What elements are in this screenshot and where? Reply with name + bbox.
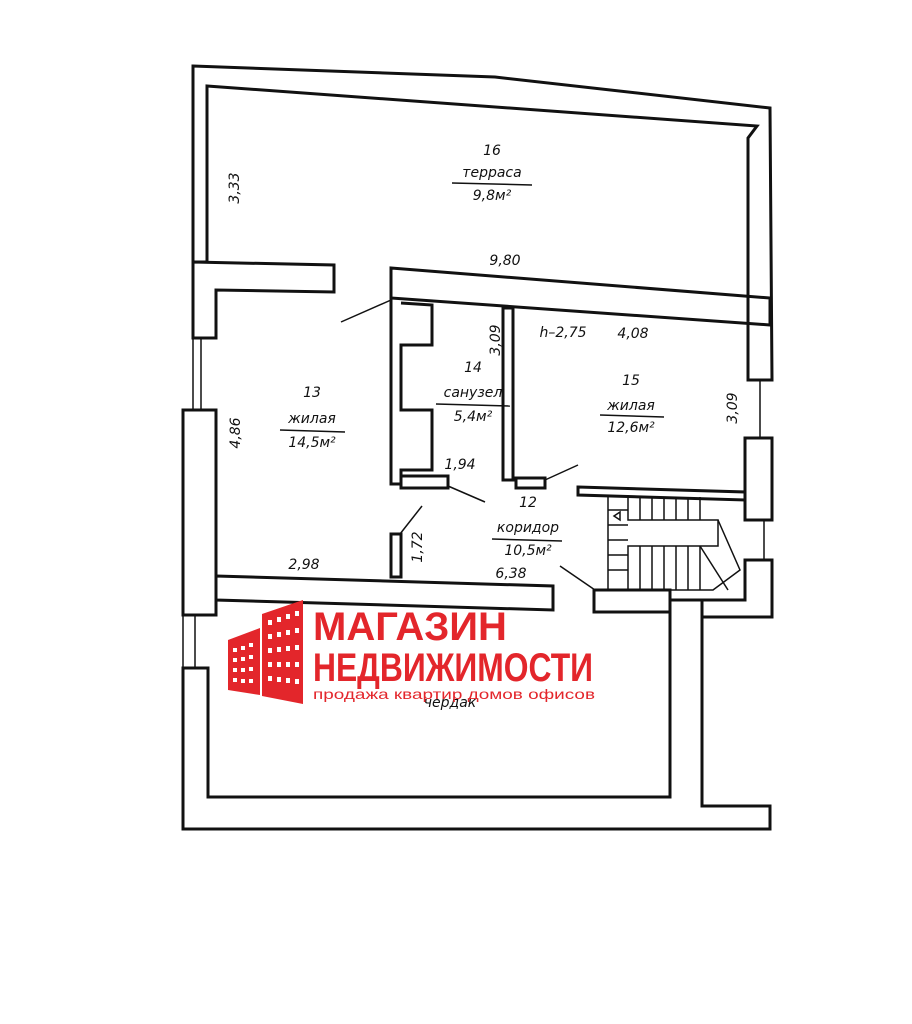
corridor-stub bbox=[389, 532, 403, 579]
wall-segment bbox=[743, 436, 774, 522]
dim-room15-width: 4,08 bbox=[617, 326, 648, 342]
stair-treads bbox=[608, 497, 729, 591]
label-rule bbox=[451, 182, 533, 186]
room-area: 14,5м² bbox=[288, 435, 336, 451]
door-swing bbox=[399, 505, 423, 535]
room-14-label: 14 санузел 5,4м² bbox=[435, 360, 511, 425]
room-number: 13 bbox=[303, 385, 321, 401]
dim-ceiling: h–2,75 bbox=[539, 325, 586, 341]
bathroom-wall bbox=[389, 298, 434, 486]
room-area: 9,8м² bbox=[473, 188, 512, 204]
doors bbox=[340, 299, 596, 591]
door-swing bbox=[544, 464, 579, 481]
room-name: коридор bbox=[497, 520, 559, 536]
room-area: 5,4м² bbox=[454, 409, 493, 425]
attic-wall bbox=[214, 574, 555, 612]
dim-room15-height: 3,09 bbox=[725, 392, 741, 423]
door-swing bbox=[340, 299, 392, 323]
outer-walls bbox=[181, 64, 774, 831]
room-name: терраса bbox=[462, 165, 521, 181]
attic-door-stub bbox=[592, 588, 672, 614]
dim-terrace-width: 9,80 bbox=[489, 253, 520, 269]
dim-corridor-door: 1,72 bbox=[410, 531, 426, 562]
label-rule bbox=[599, 414, 665, 418]
label-rule bbox=[435, 403, 511, 407]
label-rule bbox=[491, 538, 563, 542]
room15-door-stub bbox=[514, 476, 547, 490]
room-name: санузел bbox=[444, 385, 503, 401]
wall-9-80 bbox=[389, 266, 772, 327]
logo-line-2: НЕДВИЖИМОСТИ bbox=[313, 646, 593, 690]
room-name: жилая bbox=[287, 411, 336, 427]
door-swing bbox=[559, 565, 596, 591]
label-rule bbox=[279, 429, 346, 433]
stairs bbox=[607, 495, 741, 591]
room-name: чердак bbox=[424, 695, 477, 711]
room-area: 10,5м² bbox=[504, 543, 552, 559]
room-16-label: 16 терраса 9,8м² bbox=[451, 143, 533, 204]
dim-corridor-width: 6,38 bbox=[495, 566, 526, 582]
wall-segment bbox=[191, 260, 336, 340]
room-12-label: 12 коридор 10,5м² bbox=[491, 495, 563, 559]
logo-tagline: продажа квартир домов офисов bbox=[313, 686, 595, 702]
wall-segment bbox=[181, 408, 218, 617]
logo-line-1: МАГАЗИН bbox=[313, 605, 507, 649]
dim-bath-height: 3,09 bbox=[488, 324, 504, 355]
door-swing bbox=[447, 485, 486, 503]
room-area: 12,6м² bbox=[607, 420, 655, 436]
room-name: жилая bbox=[606, 398, 655, 414]
dim-bath-width: 1,94 bbox=[444, 457, 475, 473]
wall-segment bbox=[700, 558, 774, 619]
watermark-logo: МАГАЗИН НЕДВИЖИМОСТИ продажа квартир дом… bbox=[228, 600, 595, 704]
room-number: 16 bbox=[483, 143, 501, 159]
stair-outline bbox=[628, 519, 741, 591]
room-number: 12 bbox=[519, 495, 537, 511]
dim-room13-width: 2,98 bbox=[288, 557, 319, 573]
terrace-wall bbox=[191, 64, 774, 382]
building-logo-icon bbox=[228, 600, 303, 704]
stair-wall bbox=[576, 485, 747, 502]
room-number: 14 bbox=[464, 360, 482, 376]
bathroom-door-stub bbox=[399, 474, 450, 490]
room-15-label: 15 жилая 12,6м² bbox=[599, 373, 665, 436]
room-13-label: 13 жилая 14,5м² bbox=[279, 385, 346, 451]
attic-label: чердак bbox=[424, 695, 477, 711]
room-number: 15 bbox=[622, 373, 640, 389]
dim-terrace-height: 3,33 bbox=[227, 172, 243, 203]
dim-room13-height: 4,86 bbox=[228, 417, 244, 448]
bathroom-right-wall bbox=[501, 306, 515, 482]
stair-outline bbox=[607, 495, 719, 591]
stair-arrow-icon bbox=[612, 510, 621, 522]
dimensions: 3,33 9,80 3,09 h–2,75 4,08 3,09 4,86 1,9… bbox=[227, 172, 741, 582]
